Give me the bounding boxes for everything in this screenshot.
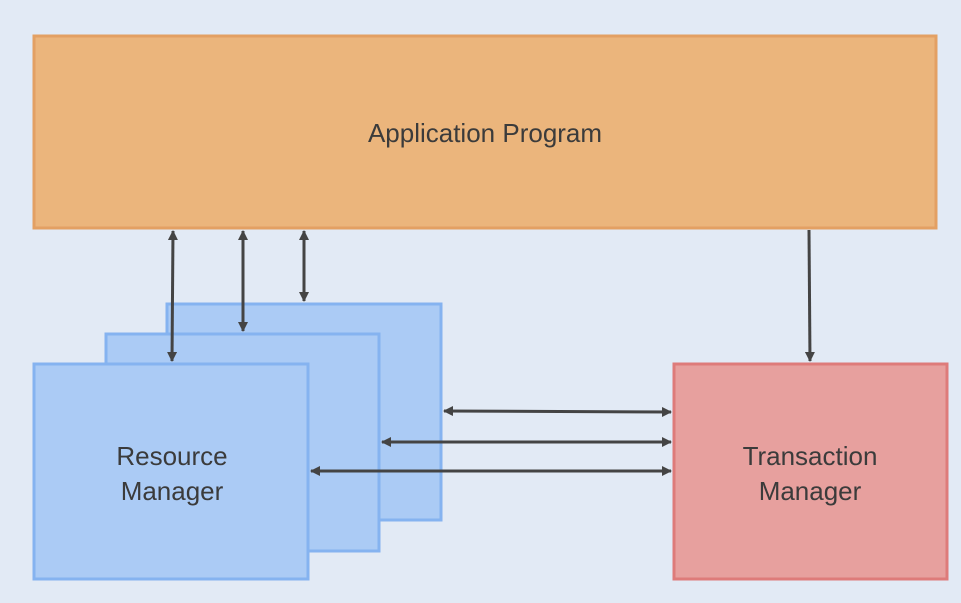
resource-manager-label-line1: Resource: [116, 441, 227, 471]
arrow-app-to-tm: [804, 229, 815, 362]
arrow-rm3-tm: [443, 406, 672, 417]
resource-manager-box-1: [32, 362, 310, 581]
resource-manager-label-line2: Manager: [121, 476, 224, 506]
application-program-label: Application Program: [368, 118, 602, 148]
transaction-manager-box: [672, 362, 949, 581]
arrow-app-to-rm1: [167, 230, 178, 362]
transaction-manager-label-line2: Manager: [759, 476, 862, 506]
transaction-manager-label-line1: Transaction: [743, 441, 878, 471]
application-program-node: Application Program: [32, 34, 938, 230]
transaction-manager-node: Transaction Manager: [672, 362, 949, 581]
resource-manager-stack: Resource Manager: [32, 302, 443, 581]
edges: [167, 229, 815, 476]
application-program-box: [32, 34, 938, 230]
